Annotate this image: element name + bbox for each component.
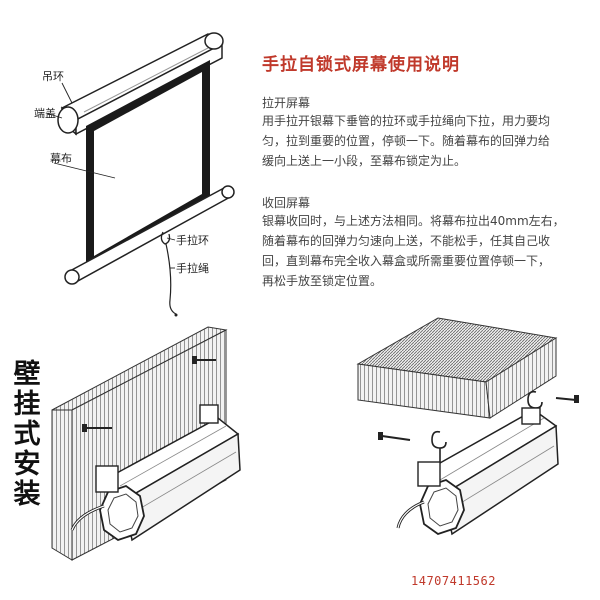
retract-heading: 收回屏幕 [262, 196, 311, 210]
retract-line-3: 回，直到幕布完全收入幕盒或所需重要位置停顿一下， [262, 254, 551, 268]
roller-tube-right [396, 407, 559, 536]
label-end-cap: 端盖 [34, 107, 56, 120]
retract-line-1: 银幕收回时，与上述方法相同。将幕布拉出40mm左右， [262, 214, 565, 228]
pull-open-line-3: 缓向上送上一小段，至幕布锁定为止。 [262, 154, 467, 168]
leader-lines [45, 82, 176, 269]
screw-2 [192, 356, 216, 364]
label-screen-fabric: 幕布 [50, 152, 72, 165]
hook-1 [431, 430, 447, 464]
wall-mount-char: 装 [13, 479, 41, 510]
pull-open-heading: 拉开屏幕 [262, 96, 311, 110]
page-title: 手拉自锁式屏幕使用说明 [262, 55, 460, 75]
wall-mount-caption: 壁 挂 式 安 装 [10, 360, 44, 510]
bottom-bar [64, 185, 235, 285]
label-hanging-ring: 吊环 [42, 70, 64, 83]
label-pull-cord: 手拉绳 [176, 262, 209, 275]
wall-mount-illustration [51, 326, 241, 561]
ceiling-mount-illustration [356, 317, 579, 536]
roller-tube-left [70, 404, 241, 542]
label-pull-ring: 手拉环 [176, 234, 209, 247]
ceiling-side [485, 337, 557, 419]
top-roller-housing [57, 32, 224, 136]
pull-ring-and-cord [160, 231, 178, 317]
screw-1 [82, 424, 112, 432]
pull-open-line-1: 用手拉开银幕下垂管的拉环或手拉绳向下拉，用力要均 [262, 114, 551, 128]
retract-line-2: 随着幕布的回弹力匀速向上送，不能松手，任其自己收 [262, 234, 551, 248]
screw-4 [555, 395, 579, 403]
screen-illustration [45, 32, 235, 317]
pull-open-line-2: 匀，拉到重要的位置，停顿一下。随着幕布的回弹力给 [262, 134, 551, 148]
wall-mount-char: 挂 [13, 389, 41, 420]
wall-mount-char: 安 [13, 449, 41, 480]
wall-front [51, 409, 73, 561]
wall-mount-char: 式 [13, 419, 41, 450]
retract-line-4: 再松手放至锁定位置。 [262, 274, 383, 288]
screw-3 [378, 432, 411, 441]
phone-number: 14707411562 [411, 574, 496, 588]
wall-mount-char: 壁 [13, 359, 41, 390]
